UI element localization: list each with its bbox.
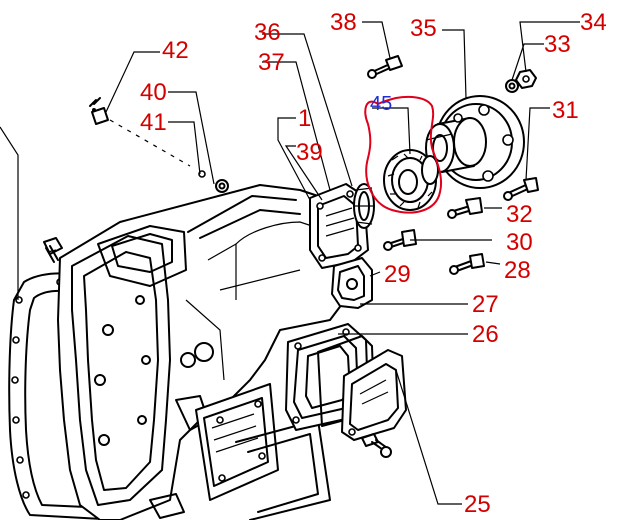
leader-lines (105, 21, 580, 505)
nut-34 (515, 69, 537, 89)
bolt-31 (503, 177, 539, 201)
bolt-32 (447, 197, 483, 219)
callout-38: 38 (330, 9, 357, 36)
callout-28: 28 (504, 257, 531, 284)
callout-29: 29 (384, 261, 411, 288)
mount-bracket (331, 257, 373, 309)
pto-gasket (235, 419, 331, 520)
drive-gear (383, 149, 439, 211)
callout-41: 41 (140, 109, 167, 136)
bolt-38 (367, 55, 403, 79)
callout-labels: 42 40 41 36 37 38 35 34 33 45 31 1 39 32… (140, 9, 607, 518)
callout-31: 31 (552, 97, 579, 124)
callout-45: 45 (370, 93, 392, 115)
bolt-28 (449, 253, 485, 275)
output-flange (425, 95, 525, 189)
callout-42: 42 (162, 37, 189, 64)
callout-25: 25 (464, 491, 491, 518)
oring-41 (198, 170, 206, 178)
highlight-circle (364, 96, 442, 214)
seal-40 (215, 179, 229, 193)
bolt-30 (383, 229, 417, 251)
callout-27: 27 (472, 291, 499, 318)
inspection-cover (341, 349, 407, 441)
sensor-42 (89, 97, 109, 125)
transmission-housing (57, 184, 346, 520)
gasket-bolt (43, 237, 63, 263)
callout-37: 37 (258, 49, 285, 76)
callout-1: 1 (298, 105, 311, 132)
callout-36: 36 (254, 19, 281, 46)
callout-34: 34 (580, 9, 607, 36)
callout-35: 35 (410, 15, 437, 42)
callout-39: 39 (296, 139, 323, 166)
callout-26: 26 (472, 321, 499, 348)
callout-32: 32 (506, 201, 533, 228)
callout-30: 30 (506, 229, 533, 256)
cover-bolt (361, 433, 392, 458)
callout-33: 33 (544, 31, 571, 58)
callout-40: 40 (140, 79, 167, 106)
